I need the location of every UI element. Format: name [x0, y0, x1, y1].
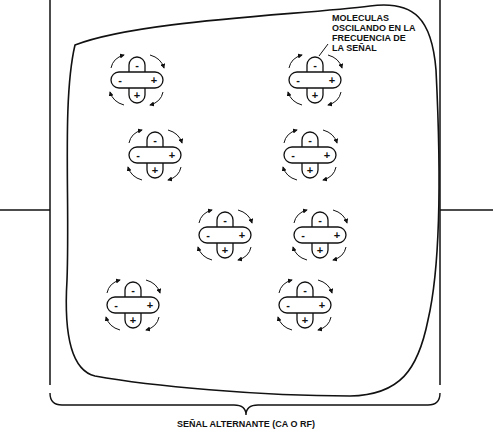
bracket — [50, 393, 440, 415]
rotation-arrow — [328, 55, 342, 68]
charge-sign: + — [307, 165, 313, 176]
dipole-capsule — [284, 147, 336, 163]
rotation-arrow — [146, 280, 160, 293]
rotation-arrow — [318, 280, 332, 293]
dipole-capsule — [289, 72, 341, 88]
rotation-arrow — [323, 167, 336, 180]
charge-sign: - — [313, 60, 317, 71]
dipole-capsule — [279, 297, 331, 313]
signal-caption: SEÑAL ALTERNANTE (CA O RF) — [177, 420, 315, 430]
charge-sign: - — [296, 75, 300, 86]
rotation-arrow — [283, 167, 297, 180]
rotation-arrow — [238, 210, 252, 223]
charge-sign: - — [135, 60, 139, 71]
dipole-capsule — [129, 147, 181, 163]
charge-sign: + — [312, 90, 318, 101]
charge-sign: - — [136, 150, 140, 161]
rotation-arrow — [333, 247, 346, 260]
rotation-arrow — [294, 210, 307, 223]
dipole-molecule — [278, 280, 332, 330]
dipole-molecule — [128, 130, 182, 180]
rotation-arrow — [111, 55, 124, 68]
dipole-molecule — [293, 210, 347, 260]
charge-sign: + — [169, 150, 175, 161]
charge-sign: - — [301, 230, 305, 241]
rotation-arrow — [150, 55, 164, 68]
rotation-arrow — [150, 92, 163, 105]
leader-line — [319, 44, 328, 56]
charge-sign: + — [134, 90, 140, 101]
charge-sign: + — [152, 165, 158, 176]
charge-sign: + — [317, 245, 323, 256]
rotation-arrow — [238, 247, 251, 260]
rotation-arrow — [106, 317, 120, 330]
charge-sign: - — [223, 215, 227, 226]
lead-wire — [440, 209, 493, 211]
dipole-molecule — [288, 55, 342, 105]
charge-sign: + — [239, 230, 245, 241]
dipole-molecule — [110, 55, 164, 105]
rotation-arrow — [199, 210, 212, 223]
charge-sign: - — [286, 300, 290, 311]
charge-sign: + — [334, 230, 340, 241]
charge-sign: - — [318, 215, 322, 226]
charge-sign: + — [147, 300, 153, 311]
charge-sign: + — [151, 75, 157, 86]
dipole-molecule — [106, 280, 160, 330]
rotation-arrow — [323, 130, 337, 143]
rotation-arrow — [318, 317, 331, 330]
charge-sign: - — [291, 150, 295, 161]
dipole-molecule — [283, 130, 337, 180]
rotation-arrow — [328, 92, 341, 105]
dipole-capsule — [199, 227, 251, 243]
rotation-arrow — [110, 92, 124, 105]
rotation-arrow — [146, 317, 159, 330]
rotation-arrow — [333, 210, 347, 223]
charge-sign: - — [118, 75, 122, 86]
callout-note: MOLECULAS OSCILANDO EN LA FRECUENCIA DE … — [332, 14, 416, 54]
rotation-arrow — [279, 280, 292, 293]
dipole-molecule — [198, 210, 252, 260]
capacitor-plate — [49, 0, 51, 385]
charge-sign: + — [324, 150, 330, 161]
charge-sign: + — [222, 245, 228, 256]
dielectric-outline — [66, 5, 439, 396]
charge-sign: + — [329, 75, 335, 86]
rotation-arrow — [288, 92, 302, 105]
dipole-capsule — [294, 227, 346, 243]
dipole-capsule — [107, 297, 159, 313]
charge-sign: - — [153, 135, 157, 146]
lead-wire — [0, 209, 50, 211]
charge-sign: - — [206, 230, 210, 241]
charge-sign: - — [303, 285, 307, 296]
rotation-arrow — [168, 130, 182, 143]
rotation-arrow — [284, 130, 297, 143]
rotation-arrow — [278, 317, 292, 330]
rotation-arrow — [128, 167, 142, 180]
charge-sign: + — [130, 315, 136, 326]
charge-sign: - — [308, 135, 312, 146]
rotation-arrow — [198, 247, 212, 260]
charge-sign: - — [131, 285, 135, 296]
rotation-arrow — [293, 247, 307, 260]
dipole-capsule — [111, 72, 163, 88]
charge-sign: + — [319, 300, 325, 311]
rotation-arrow — [289, 55, 302, 68]
rotation-arrow — [168, 167, 181, 180]
rotation-arrow — [107, 280, 120, 293]
charge-sign: - — [114, 300, 118, 311]
charge-sign: + — [302, 315, 308, 326]
rotation-arrow — [129, 130, 142, 143]
